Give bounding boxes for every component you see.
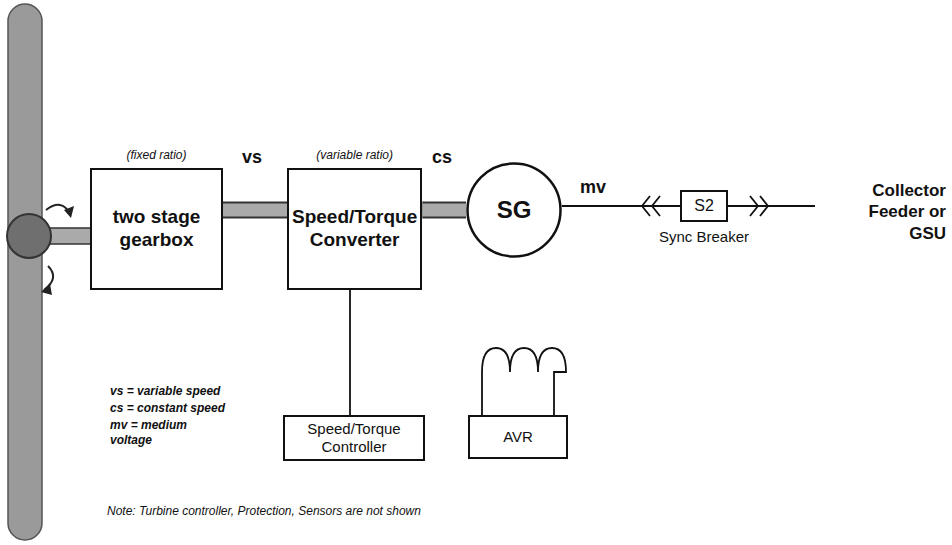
node-title: two stage gearbox [92, 206, 221, 252]
node-title: Speed/Torque Controller [285, 420, 423, 456]
node-title: Speed/Torque Converter [289, 206, 420, 252]
ratio-note: (fixed ratio) [72, 148, 241, 162]
ratio-note: (variable ratio) [269, 148, 440, 162]
node-title: S2 [694, 196, 714, 215]
node-title: SG [497, 196, 532, 225]
rotation-arrowhead [64, 206, 74, 218]
draw-out-contact [750, 196, 768, 216]
drive-shaft [422, 204, 466, 217]
signal-label: mv [580, 176, 606, 199]
drive-shaft [223, 204, 287, 217]
rotor-hub [7, 214, 51, 258]
abbreviation-key: vs = variable speed [110, 384, 310, 399]
gearbox-box: (fixed ratio)two stage gearbox [90, 168, 223, 290]
avr-box: AVR [468, 415, 568, 459]
feeder-wire [727, 205, 815, 207]
connection-line [349, 290, 351, 415]
node-title: AVR [503, 428, 533, 446]
generator-circle: SG [466, 162, 562, 258]
controller-box: Speed/Torque Controller [283, 415, 425, 461]
signal-label: cs [432, 146, 452, 169]
connection-line [562, 205, 680, 207]
footnote: Note: Turbine controller, Protection, Se… [107, 504, 607, 519]
rotor-blade [8, 4, 42, 540]
destination-label: Collector Feeder or GSU [828, 180, 946, 244]
shaft-outline [422, 202, 466, 219]
signal-label: vs [242, 146, 262, 169]
generator-outline [468, 164, 561, 257]
abbreviation-key: cs = constant speed [110, 401, 310, 416]
breaker-label: Sync Breaker [652, 228, 756, 246]
field-winding [482, 348, 566, 415]
breaker-box: S2Sync Breaker [680, 190, 728, 222]
rotation-arrowhead [41, 284, 52, 295]
converter-box: (variable ratio)Speed/Torque Converter [287, 168, 422, 290]
abbreviation-key: mv = medium voltage [110, 418, 230, 448]
shaft-outline [223, 202, 287, 219]
